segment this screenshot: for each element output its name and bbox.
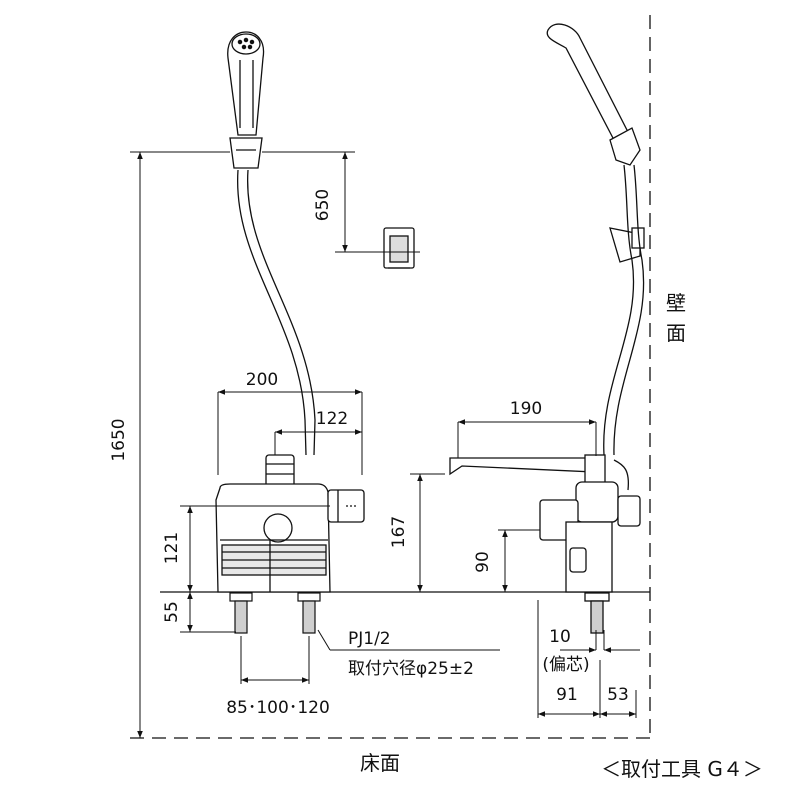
dimension-lines <box>130 151 640 738</box>
supply-legs-front <box>229 592 321 634</box>
dim-wall-gap: 53 <box>607 685 629 705</box>
hand-shower-front <box>227 31 265 169</box>
dim-depth: 91 <box>556 685 578 705</box>
mixer-body-front <box>215 454 365 593</box>
dim-height-total: 1650 <box>109 418 129 461</box>
dim-width-outlet: 122 <box>316 409 348 429</box>
dim-offset-note: (偏芯) <box>542 655 589 675</box>
hose-side <box>603 164 645 491</box>
wall-label-top: 壁 <box>666 291 686 315</box>
tool-label: ＜取付工具 G４＞ <box>601 757 763 781</box>
dim-side-height: 90 <box>473 551 493 573</box>
mixer-body-side <box>449 454 641 634</box>
dim-height-body: 121 <box>162 532 182 564</box>
dim-pitch: 85･100･120 <box>226 698 330 718</box>
dim-height-spout: 167 <box>389 516 409 548</box>
dim-width-body: 200 <box>246 370 278 390</box>
connection-label: PJ1/2 <box>348 629 391 649</box>
hand-shower-side <box>546 23 645 263</box>
dim-offset: 10 <box>549 627 571 647</box>
wall-hook-front <box>383 227 415 269</box>
hole-label: 取付穴径φ25±2 <box>348 659 474 679</box>
dim-hook-offset: 650 <box>313 189 333 221</box>
floor-label: 床面 <box>360 751 400 775</box>
wall-label-bottom: 面 <box>666 321 686 345</box>
dim-height-pipe: 55 <box>162 601 182 623</box>
hose-front <box>237 169 316 456</box>
dim-spout-reach: 190 <box>510 399 542 419</box>
